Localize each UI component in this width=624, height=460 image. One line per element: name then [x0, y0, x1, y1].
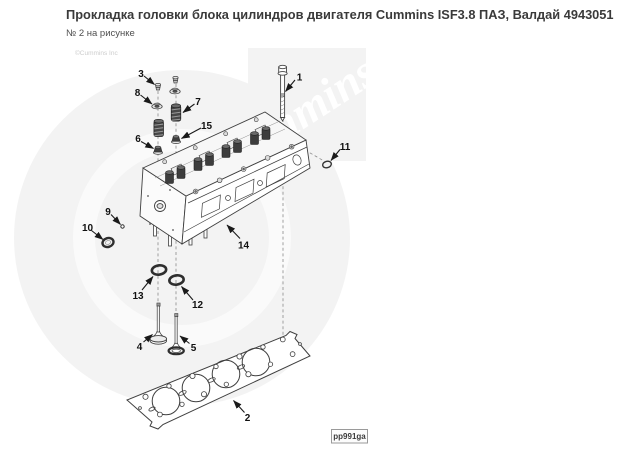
callout-11: 11: [340, 142, 351, 153]
callout-4: 4: [137, 342, 143, 353]
callout-6: 6: [135, 134, 141, 145]
part-3-valve-collets: [154, 76, 179, 91]
part-6-stem-seal: [153, 145, 163, 155]
part-12-seat-ring: [168, 274, 185, 286]
callout-14-arrow: [226, 224, 241, 239]
callout-2: 2: [245, 413, 251, 424]
part-1-head-bolt: [277, 64, 288, 122]
callout-15: 15: [201, 121, 213, 132]
callout-9-arrow: [110, 214, 121, 225]
callout-9: 9: [105, 207, 111, 218]
page-subtitle: № 2 на рисунке: [66, 28, 135, 39]
callout-7-arrow: [182, 103, 195, 113]
callout-3-arrow: [143, 75, 155, 85]
gasket-coolant-slots: [148, 364, 246, 412]
part-9-sealing-ball: [120, 224, 125, 229]
figure-code-badge: pp991ga: [331, 429, 368, 444]
part-7-valve-springs: [153, 103, 182, 137]
part-2-head-gasket: [126, 330, 311, 430]
callout-10: 10: [82, 223, 94, 234]
callout-1-arrow: [285, 79, 296, 92]
callout-8-arrow: [140, 94, 153, 105]
callout-7: 7: [195, 97, 201, 108]
callout-labels: 1 3 8 7 15 6 11 9 10 14 13 12 4 5 2: [82, 69, 351, 424]
head-top-bolts: [162, 117, 295, 195]
part-13-seat-ring: [150, 264, 168, 276]
gasket-bolt-holes: [138, 336, 302, 418]
callout-13: 13: [132, 291, 144, 302]
callout-11-arrow: [330, 149, 341, 161]
callout-2-arrow: [233, 400, 245, 413]
part-11-o-ring: [321, 160, 333, 169]
callout-15-arrow: [181, 127, 202, 139]
callout-10-arrow: [91, 230, 104, 240]
callout-12: 12: [192, 300, 204, 311]
callout-arrows: [91, 75, 341, 413]
callout-12-arrow: [181, 286, 194, 301]
head-front-detail: [183, 146, 310, 233]
part-10-cup-plug: [101, 236, 115, 249]
guide-line-o-ring: [304, 149, 325, 162]
callout-5: 5: [191, 343, 197, 354]
callout-8: 8: [135, 88, 141, 99]
callout-5-arrow: [179, 335, 190, 344]
callout-14: 14: [238, 241, 250, 252]
copyright-watermark: ©Cummins Inc: [75, 49, 118, 57]
figure-code-text: pp991ga: [333, 432, 366, 441]
callout-1: 1: [297, 73, 303, 84]
part-5-valve: [167, 313, 185, 356]
head-left-detail: [147, 189, 174, 231]
installed-valve-springs: [165, 126, 271, 184]
page-title: Прокладка головки блока цилиндров двигат…: [66, 7, 614, 22]
callout-3: 3: [138, 69, 144, 80]
part-14-cylinder-head: [139, 111, 311, 247]
callout-4-arrow: [143, 334, 153, 343]
gasket-cylinder-bores: [151, 347, 271, 416]
part-15-stem-seal: [171, 135, 181, 144]
callout-13-arrow: [141, 276, 154, 291]
callout-6-arrow: [140, 141, 154, 149]
part-8-spring-retainers: [151, 87, 181, 110]
